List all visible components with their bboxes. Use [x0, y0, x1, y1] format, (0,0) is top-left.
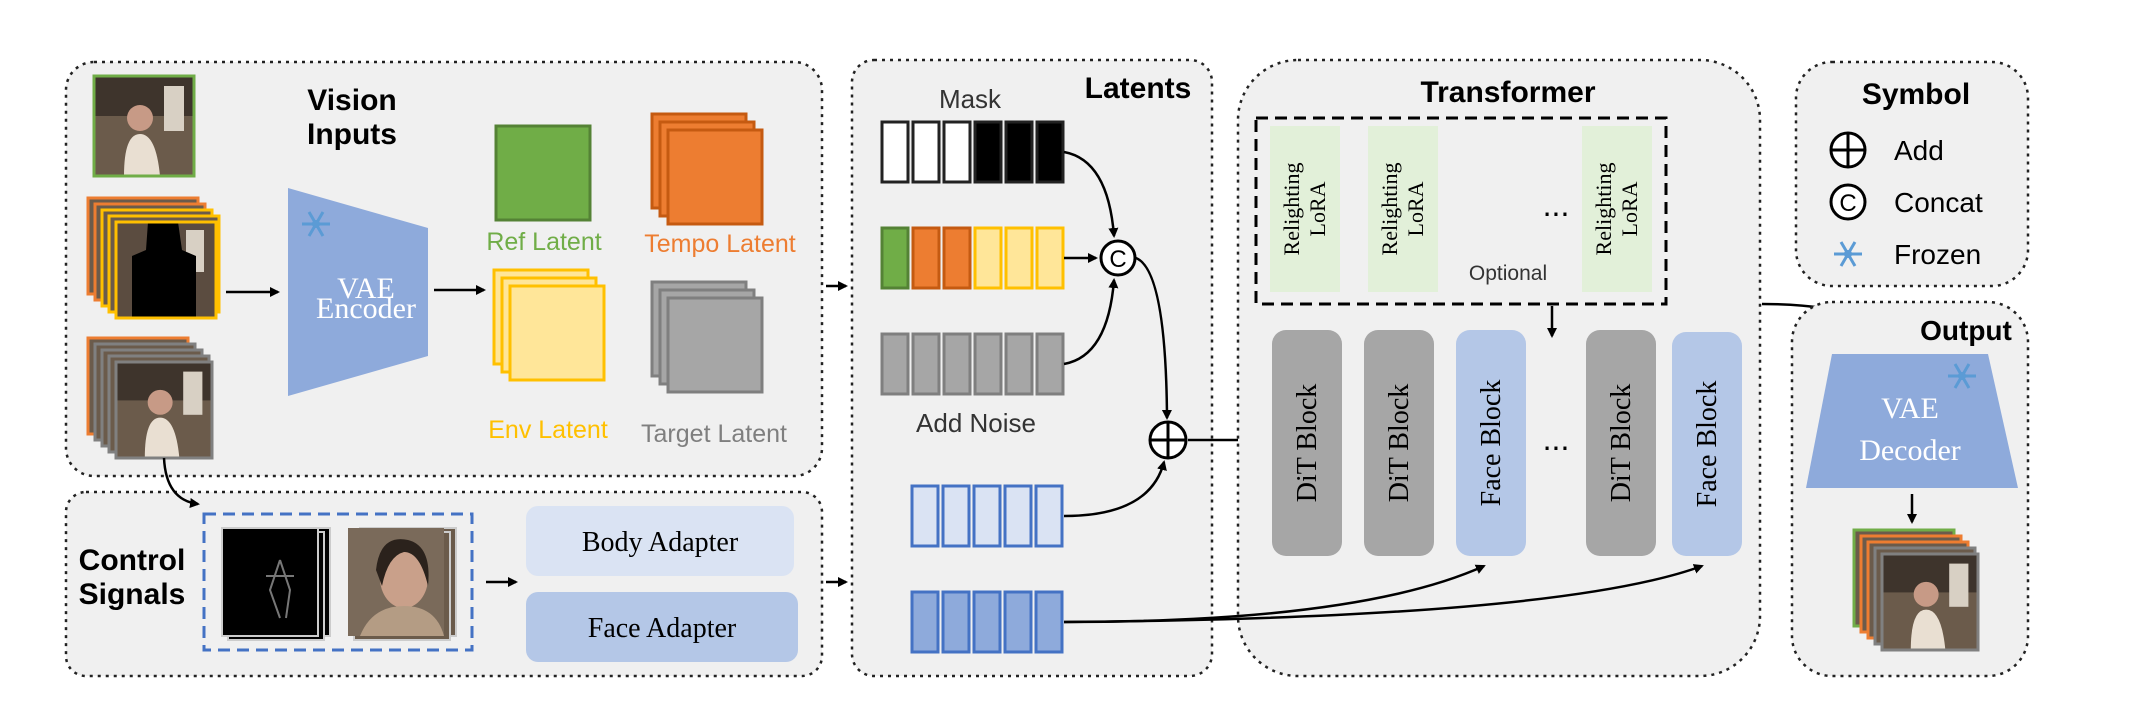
dit-block-3: DiT Block	[1586, 330, 1656, 556]
face-block-1: Face Block	[1456, 330, 1526, 556]
mask-to-concat-arrow	[1063, 150, 1119, 238]
noise-latent-row	[880, 332, 1065, 396]
dit-block-1: DiT Block	[1272, 330, 1342, 556]
lora-3-line2: LoRA	[1617, 181, 1642, 236]
pose-frame-stack	[221, 527, 331, 641]
frames-to-control-arrow	[162, 457, 200, 508]
relighting-lora-3: Relighting LoRA	[1582, 126, 1652, 292]
lora-2-line1: Relighting	[1377, 163, 1402, 256]
symbol-panel: Symbol Add C Concat Frozen	[1794, 60, 2030, 288]
optional-label: Optional	[1469, 262, 1547, 285]
symbol-frozen-label: Frozen	[1894, 239, 1981, 270]
symbol-concat-label: Concat	[1894, 187, 1983, 218]
add-symbol-icon	[1829, 131, 1867, 169]
body-adapter-label: Body Adapter	[582, 527, 739, 558]
add-noise-label: Add Noise	[916, 408, 1036, 438]
symbol-title: Symbol	[1862, 78, 1970, 111]
env-latent-label: Env Latent	[488, 416, 608, 444]
env-latent-stack	[492, 268, 606, 382]
relighting-lora-1: Relighting LoRA	[1270, 126, 1340, 292]
output-frame-stack	[1852, 528, 1980, 652]
control-signals-panel: Control Signals Body Adapter Face Adapte…	[64, 490, 824, 678]
target-latent-stack	[650, 280, 764, 394]
body-adapter	[526, 506, 794, 576]
face-block-2: Face Block	[1672, 332, 1742, 556]
vision-title-line2: Inputs	[307, 118, 397, 151]
vae-encoder-line2: Encoder	[316, 292, 416, 325]
face-block-1-label: Face Block	[1476, 380, 1507, 507]
ref-latent-square	[494, 124, 592, 222]
concat-symbol-glyph: C	[1839, 190, 1856, 217]
body-to-add-arrow	[1063, 460, 1167, 518]
dit-block-2: DiT Block	[1364, 330, 1434, 556]
add-node	[1148, 420, 1188, 460]
concat-to-add-arrow	[1135, 256, 1172, 420]
symbol-border	[1794, 60, 2030, 288]
face-latent-to-face-block-2-arrow	[1063, 564, 1704, 624]
concat-node-symbol: C	[1109, 246, 1126, 273]
reference-image	[92, 74, 196, 178]
ref-latent-label: Ref Latent	[486, 228, 601, 256]
face-adapter-label: Face Adapter	[588, 613, 737, 644]
vae-encoder-line1: VAE	[337, 272, 395, 305]
control-dashed-box	[202, 512, 474, 652]
mask-label: Mask	[939, 84, 1002, 114]
transformer-panel: Transformer Relighting LoRA Relighting L…	[1236, 58, 1762, 678]
latents-title: Latents	[1085, 72, 1192, 105]
lora-2-line2: LoRA	[1403, 181, 1428, 236]
lora-1-line1: Relighting	[1279, 163, 1304, 256]
dit-block-2-label: DiT Block	[1384, 384, 1415, 502]
blocks-ellipsis: ...	[1543, 421, 1570, 457]
control-title-line2: Signals	[79, 578, 186, 611]
mask-row	[880, 120, 1065, 184]
face-block-2-label: Face Block	[1692, 381, 1723, 508]
control-title-line1: Control	[79, 544, 186, 577]
noise-to-concat-arrow	[1063, 278, 1119, 366]
vision-title-line1: Vision	[307, 84, 396, 117]
dit-block-3-label: DiT Block	[1606, 384, 1637, 502]
vae-encoder: VAE Encoder	[288, 188, 428, 396]
lora-ellipsis: ...	[1543, 187, 1570, 223]
lora-3-line1: Relighting	[1591, 163, 1616, 256]
vae-decoder-line2: Decoder	[1859, 434, 1961, 467]
symbol-add-label: Add	[1894, 135, 1944, 166]
target-frame-stack	[86, 336, 214, 460]
output-panel: Output VAE Decoder	[1790, 300, 2030, 678]
masked-frame-stack	[86, 196, 221, 320]
transformer-title: Transformer	[1420, 76, 1595, 109]
tempo-latent-label: Tempo Latent	[644, 230, 796, 258]
concat-node: C	[1099, 239, 1137, 277]
lora-optional-box	[1254, 116, 1668, 306]
face-adapter-latent-row	[910, 590, 1064, 654]
face-adapter	[526, 592, 798, 662]
vision-inputs-border	[64, 60, 824, 478]
body-adapter-latent-row	[910, 484, 1064, 548]
target-latent-label: Target Latent	[641, 420, 787, 448]
vision-inputs-panel: Vision Inputs	[64, 60, 824, 478]
tempo-latent-stack	[650, 112, 764, 226]
latents-panel: Latents Mask Add N	[850, 58, 1214, 678]
concat-symbol-icon: C	[1829, 183, 1867, 221]
relighting-lora-2: Relighting LoRA	[1368, 126, 1438, 292]
face-frame-stack	[348, 527, 457, 641]
dit-block-1-label: DiT Block	[1292, 384, 1323, 502]
vae-decoder: VAE Decoder	[1806, 354, 2018, 488]
condition-latent-row	[880, 226, 1065, 290]
vae-decoder-line1: VAE	[1881, 392, 1939, 425]
lora-1-line2: LoRA	[1305, 181, 1330, 236]
output-title: Output	[1920, 315, 2012, 346]
